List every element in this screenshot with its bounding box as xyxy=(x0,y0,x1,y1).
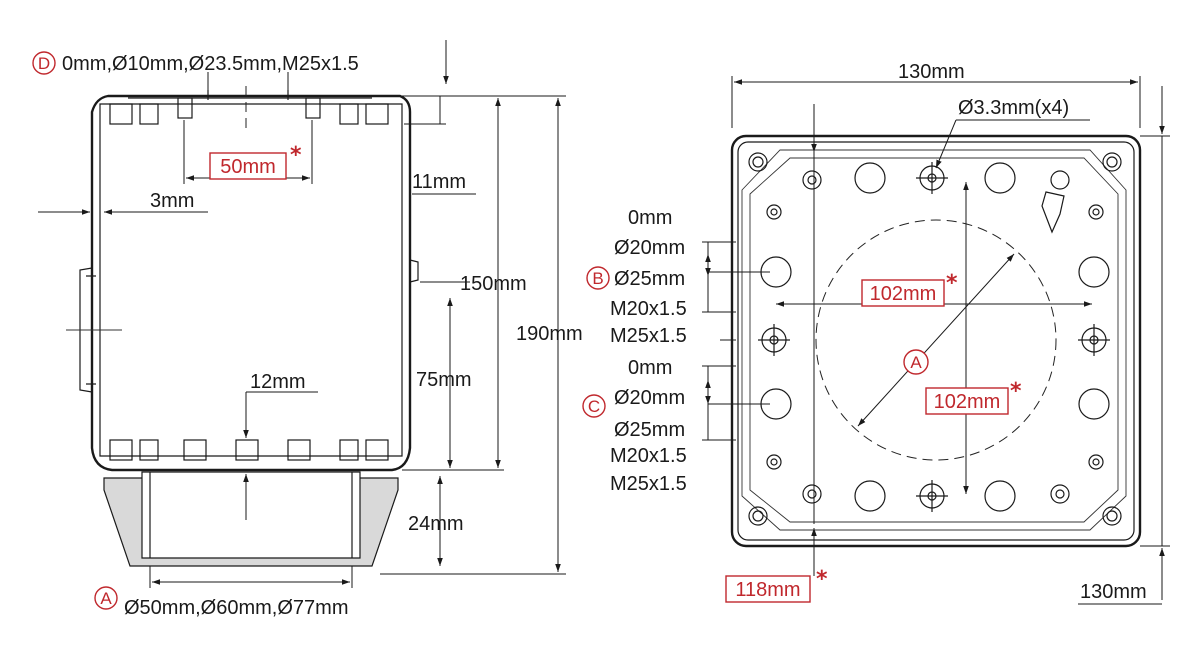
dim-75-label: 75mm xyxy=(416,369,472,391)
top-hole-spec: 0mm,Ø10mm,Ø23.5mm,M25x1.5 xyxy=(62,53,359,75)
dim-190-label: 190mm xyxy=(516,323,583,345)
c-line-4: M20x1.5 xyxy=(610,445,687,467)
top-view-outer xyxy=(730,134,1142,548)
corner-screws xyxy=(748,152,1122,526)
dim-11-label: 11mm xyxy=(412,171,466,193)
enclosure-body-outline xyxy=(90,94,412,472)
dim-102-h-label: 102mm xyxy=(870,283,937,305)
marker-d-label: D xyxy=(38,54,50,73)
c-line-3: Ø25mm xyxy=(614,419,685,441)
dim-height-label: 130mm xyxy=(1080,581,1147,603)
knockout-holes xyxy=(760,162,1110,512)
side-view: D 0mm,Ø10mm,Ø23.5mm,M25x1.5 50mm * 3mm 1… xyxy=(32,40,583,619)
marker-b xyxy=(586,266,610,290)
bottom-ribs xyxy=(109,439,389,461)
hinge xyxy=(1041,191,1065,234)
dim-118-label: 118mm xyxy=(735,579,800,601)
b-line-1: 0mm xyxy=(628,207,672,229)
dim-12-label: 12mm xyxy=(250,371,306,393)
mounting-holes xyxy=(758,162,1110,512)
b-line-5: M25x1.5 xyxy=(610,325,687,347)
marker-a-top xyxy=(903,349,929,375)
top-ribs xyxy=(109,97,389,125)
marker-d xyxy=(32,51,56,75)
marker-c xyxy=(582,394,606,418)
b-line-3: Ø25mm xyxy=(614,268,685,290)
dim-150-label: 150mm xyxy=(460,273,527,295)
center-dashed-circle xyxy=(815,219,1057,461)
marker-b-label: B xyxy=(592,269,603,288)
dim-118-box xyxy=(725,575,811,603)
marker-a-side-label: A xyxy=(100,589,112,608)
marker-a-top-label: A xyxy=(910,353,922,372)
c-line-2: Ø20mm xyxy=(614,387,685,409)
dim-50-box xyxy=(209,152,287,180)
lid-outline xyxy=(741,149,1127,531)
dim-3-label: 3mm xyxy=(150,190,194,212)
dim-hole-label: Ø3.3mm(x4) xyxy=(958,97,1069,119)
marker-c-label: C xyxy=(588,397,600,416)
marker-a-side xyxy=(94,586,118,610)
dim-50-label: 50mm xyxy=(220,156,276,178)
top-view: 130mm 130mm Ø3.3mm(x4) 118mm * 102mm * 1… xyxy=(582,61,1170,605)
c-line-5: M25x1.5 xyxy=(610,473,687,495)
asterisk-118: * xyxy=(816,567,828,592)
dim-102-d-label: 102mm xyxy=(934,391,1001,413)
b-line-4: M20x1.5 xyxy=(610,298,687,320)
asterisk-50: * xyxy=(290,143,302,168)
asterisk-102-d: * xyxy=(1010,379,1022,404)
b-line-2: Ø20mm xyxy=(614,237,685,259)
dim-width-label: 130mm xyxy=(898,61,965,83)
bottom-hole-spec: Ø50mm,Ø60mm,Ø77mm xyxy=(124,597,348,619)
c-line-1: 0mm xyxy=(628,357,672,379)
enclosure-inner-wall xyxy=(99,103,403,457)
dim-24-label: 24mm xyxy=(408,513,464,535)
asterisk-102-h: * xyxy=(946,271,958,296)
